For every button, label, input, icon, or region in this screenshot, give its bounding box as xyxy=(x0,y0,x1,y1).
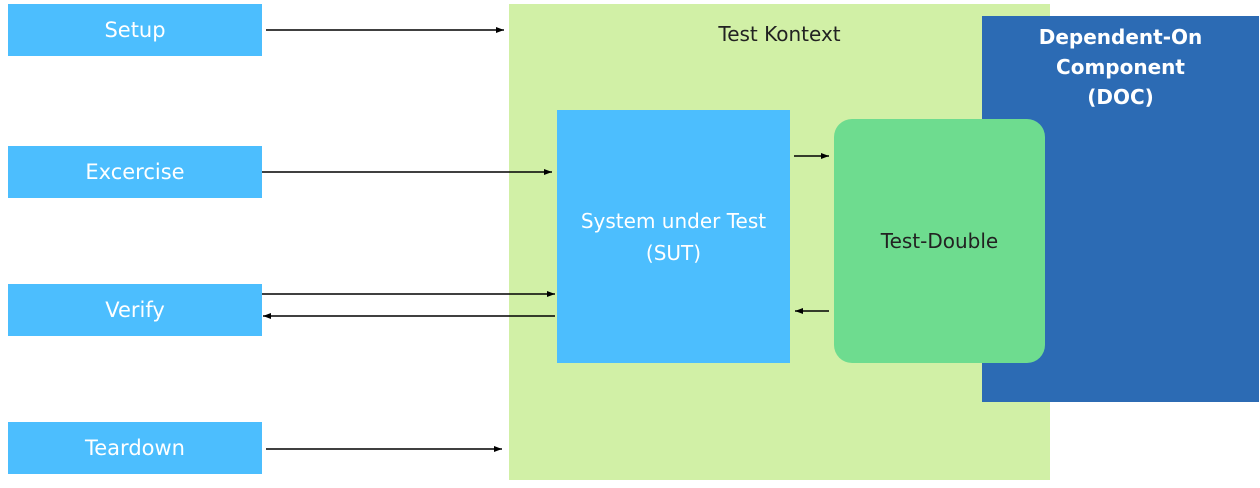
test-double-box: Test-Double xyxy=(834,119,1045,363)
system-under-test-box: System under Test (SUT) xyxy=(557,110,790,363)
test-context-label: Test Kontext xyxy=(718,22,841,46)
setup-phase-box: Setup xyxy=(8,4,262,56)
teardown-phase-box: Teardown xyxy=(8,422,262,474)
verify-phase-box: Verify xyxy=(8,284,262,336)
dependent-on-component-label: Dependent-On Component (DOC) xyxy=(1038,25,1203,109)
exercise-phase-box: Excercise xyxy=(8,146,262,198)
